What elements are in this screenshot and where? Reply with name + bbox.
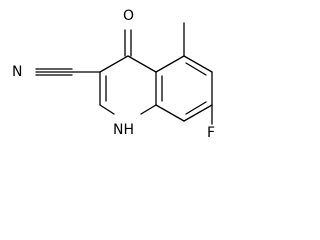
bond-c4-c4a [127, 55, 157, 73]
bond-c4a-c5 [155, 55, 185, 73]
bond-c5-c6 [183, 55, 213, 73]
bond-c7-c8-double [185, 101, 207, 115]
nitrile-nitrogen-label: N [12, 64, 22, 80]
bond-c3-c4 [99, 55, 129, 73]
bond-c8-c8a [155, 104, 185, 122]
fluorine-label: F [207, 125, 215, 141]
bond-n1-c2 [99, 104, 115, 115]
bond-c8a-n1 [140, 104, 157, 115]
bond-c5-c6-double [185, 62, 207, 76]
chemical-structure: O N F NH [12, 8, 215, 141]
bond-c7-c8 [183, 104, 213, 122]
nh-label: NH [113, 122, 134, 138]
oxygen-label: O [123, 8, 134, 24]
